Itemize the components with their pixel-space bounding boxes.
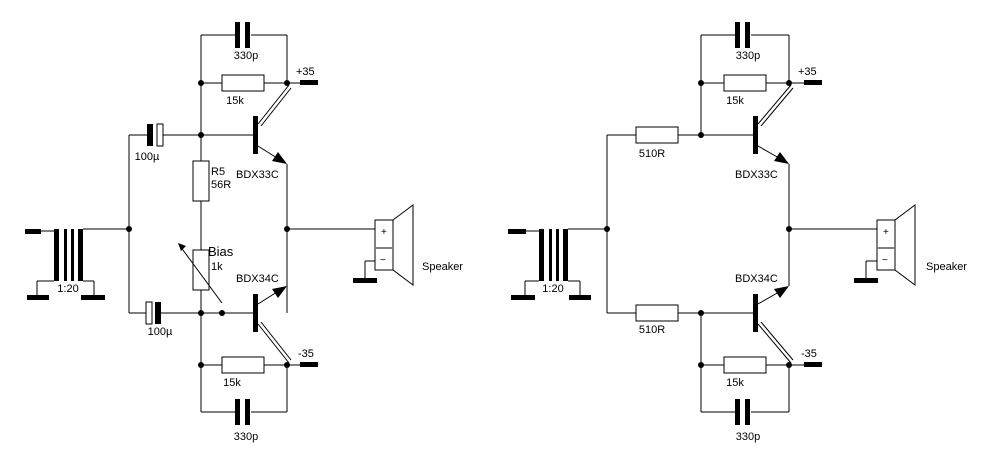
transformer-ratio-label: 1:20 <box>57 283 78 295</box>
transistor-top-right-label: BDX33C <box>735 169 778 181</box>
transistor-bottom-right-label: BDX34C <box>735 273 778 285</box>
resistor-r5: R5 56R <box>192 160 231 202</box>
speaker-minus-sign: − <box>380 255 386 266</box>
speaker-left: + − Speaker <box>353 204 463 286</box>
feedback-resistor-top-right: 15k <box>723 74 767 107</box>
speaker-right: + − Speaker <box>854 204 967 286</box>
left-circuit: 1:20 100µ 100µ 330p <box>25 22 463 443</box>
positive-rail-label: +35 <box>296 66 315 78</box>
resistor-r5-name: R5 <box>211 166 225 178</box>
feedback-capacitor-bottom-right: 330p <box>735 399 760 443</box>
negative-rail-label-right: -35 <box>801 348 817 360</box>
transistor-bottom-right: BDX34C <box>735 273 794 364</box>
negative-rail-terminal-right <box>804 362 822 367</box>
positive-rail-terminal <box>300 80 318 85</box>
feedback-capacitor-top: 330p <box>234 22 258 62</box>
transistor-top: BDX33C <box>198 84 292 313</box>
feedback-capacitor-bottom-right-label: 330p <box>736 431 760 443</box>
input-capacitor-bottom-label: 100µ <box>148 326 173 338</box>
transformer-ratio-label-right: 1:20 <box>542 283 563 295</box>
feedback-capacitor-top-label: 330p <box>234 50 258 62</box>
bias-name: Bias <box>208 244 234 259</box>
transistor-bottom-label: BDX34C <box>236 273 279 285</box>
feedback-resistor-top-right-label: 15k <box>726 95 744 107</box>
feedback-capacitor-top-right: 330p <box>735 22 760 62</box>
feedback-capacitor-bottom-label: 330p <box>234 431 258 443</box>
feedback-capacitor-bottom: 330p <box>234 399 258 443</box>
transistor-bottom: BDX34C <box>201 273 292 364</box>
resistor-r5-value: 56R <box>211 179 231 191</box>
right-circuit: 1:20 510R 510R 330p 15k <box>508 22 967 443</box>
transformer-right: 1:20 <box>508 228 607 300</box>
transistor-top-label: BDX33C <box>236 169 279 181</box>
positive-rail-terminal-right <box>804 80 822 85</box>
feedback-resistor-bottom-label: 15k <box>223 377 241 389</box>
input-resistor-bottom: 510R <box>635 304 679 336</box>
positive-rail-label-right: +35 <box>798 66 817 78</box>
negative-rail-terminal <box>300 362 318 367</box>
negative-rail-label: -35 <box>298 348 314 360</box>
input-capacitor-bottom: 100µ <box>129 301 201 338</box>
input-resistor-bottom-label: 510R <box>639 324 665 336</box>
feedback-resistor-top: 15k <box>221 74 265 107</box>
speaker-right-plus-sign: + <box>883 227 889 238</box>
speaker-plus-sign: + <box>381 227 387 238</box>
feedback-resistor-bottom: 15k <box>221 356 265 389</box>
speaker-right-label: Speaker <box>926 261 967 273</box>
transistor-top-right: BDX33C <box>735 84 794 286</box>
input-resistor-top-label: 510R <box>639 148 665 160</box>
input-resistor-top: 510R <box>635 126 679 160</box>
speaker-label: Speaker <box>422 261 463 273</box>
feedback-capacitor-top-right-label: 330p <box>736 50 760 62</box>
speaker-right-minus-sign: − <box>882 255 888 266</box>
bias-potentiometer: Bias 1k <box>178 243 234 304</box>
feedback-resistor-bottom-right-label: 15k <box>726 377 744 389</box>
transformer-left: 1:20 <box>25 228 127 300</box>
feedback-resistor-top-label: 15k <box>226 95 244 107</box>
feedback-resistor-bottom-right: 15k <box>723 356 767 389</box>
input-capacitor-top: 100µ <box>129 123 201 163</box>
input-capacitor-top-label: 100µ <box>135 151 160 163</box>
bias-value: 1k <box>211 261 223 273</box>
